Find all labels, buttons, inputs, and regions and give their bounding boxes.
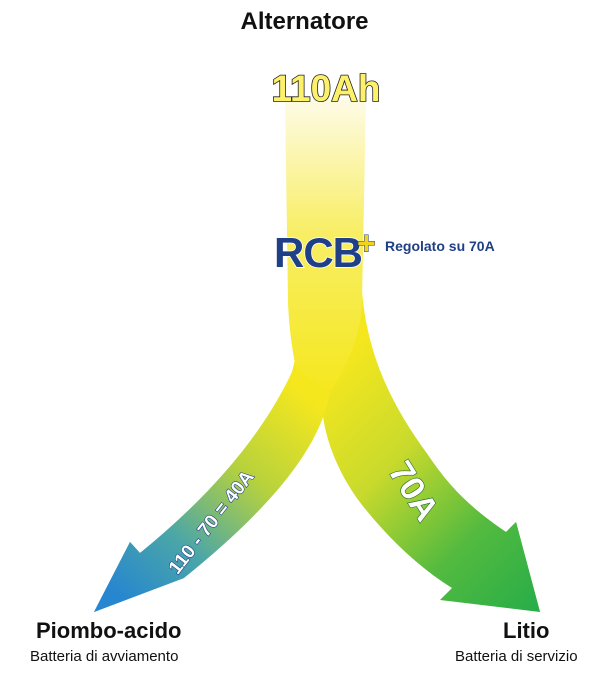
left-flow-band xyxy=(94,362,330,612)
rcb-logo: RCB xyxy=(274,229,362,276)
source-stem xyxy=(285,100,366,392)
right-battery-name: Litio xyxy=(503,618,550,643)
right-battery-subtitle: Batteria di servizio xyxy=(455,648,578,665)
source-title: Alternatore xyxy=(240,8,369,35)
rcb-plus-icon: + xyxy=(357,225,376,261)
source-capacity: 110Ah xyxy=(271,68,380,109)
left-battery-name: Piombo-acido xyxy=(36,618,182,643)
regulator-note: Regolato su 70A xyxy=(385,238,495,254)
left-battery-subtitle: Batteria di avviamento xyxy=(30,648,179,665)
right-flow-band xyxy=(292,292,540,612)
